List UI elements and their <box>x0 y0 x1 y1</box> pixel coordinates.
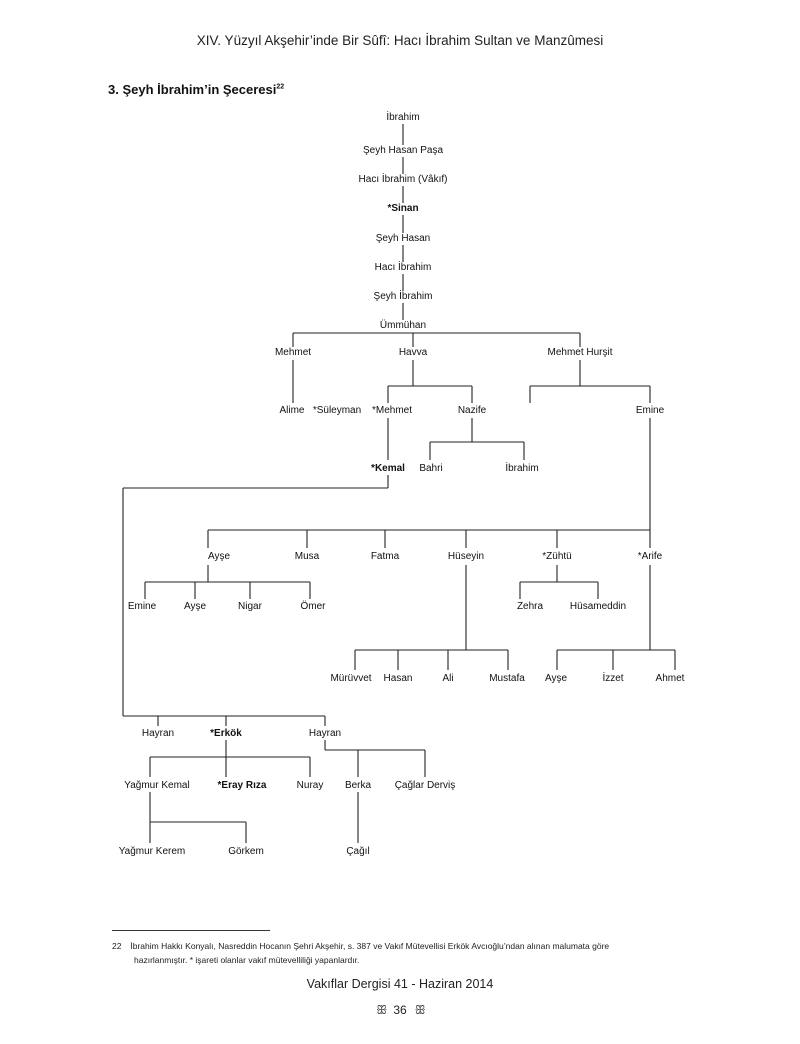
person-mustafa: Mustafa <box>488 673 526 685</box>
person-ibrahim-root: İbrahim <box>385 112 421 124</box>
person-musa: Musa <box>293 551 321 563</box>
genealogy-connectors <box>122 124 676 843</box>
person-muruvvet: Mürüvvet <box>329 673 373 685</box>
page-number-line: ꕥ 36 ꕥ <box>0 1003 800 1018</box>
person-huseyin: Hüseyin <box>446 551 486 563</box>
person-erkok: *Erkök <box>209 728 243 740</box>
person-mehmet-hursit: Mehmet Hurşit <box>546 347 614 359</box>
person-eray-riza: *Eray Rıza <box>216 780 268 792</box>
person-sinan: *Sinan <box>386 203 420 215</box>
person-ali: Ali <box>441 673 455 685</box>
person-izzet: İzzet <box>601 673 625 685</box>
person-caglar-dervis: Çağlar Derviş <box>393 780 457 792</box>
person-emine: Emine <box>634 405 666 417</box>
person-seyh-ibrahim: Şeyh İbrahim <box>372 291 434 303</box>
person-berka: Berka <box>343 780 373 792</box>
person-kemal: *Kemal <box>370 463 406 475</box>
person-nuray: Nuray <box>295 780 325 792</box>
person-haci-ibrahim: Hacı İbrahim <box>373 262 433 274</box>
person-cagil: Çağıl <box>345 846 371 858</box>
person-bahri: Bahri <box>418 463 444 475</box>
person-fatma: Fatma <box>369 551 401 563</box>
person-havva: Havva <box>397 347 429 359</box>
person-alime: Alime <box>278 405 306 417</box>
footnote-ref: 22 <box>276 83 285 91</box>
person-ummuhan: Ümmühan <box>378 320 428 332</box>
person-ayse: Ayşe <box>206 551 232 563</box>
person-nazife: Nazife <box>456 405 488 417</box>
person-ahmet: Ahmet <box>654 673 686 685</box>
person-suleyman: *Süleyman <box>311 405 363 417</box>
footnote-line-1: İbrahim Hakkı Konyalı, Nasreddin Hocanın… <box>130 941 610 951</box>
footnote: 22 İbrahim Hakkı Konyalı, Nasreddin Hoca… <box>112 939 712 967</box>
person-seyh-hasan-pasa: Şeyh Hasan Paşa <box>361 145 445 157</box>
person-ayse-2: Ayşe <box>182 601 208 613</box>
ornament-right-icon: ꕥ <box>414 1003 426 1017</box>
person-husameddin: Hüsameddin <box>568 601 628 613</box>
person-gorkem: Görkem <box>227 846 265 858</box>
footnote-line-2: hazırlanmıştır. * işareti olanlar vakıf … <box>134 955 360 965</box>
person-haci-ibrahim-vakif: Hacı İbrahim (Vâkıf) <box>357 174 449 186</box>
person-hayran-2: Hayran <box>307 728 343 740</box>
person-nigar: Nigar <box>237 601 263 613</box>
footnote-divider <box>112 930 270 931</box>
person-yagmur-kemal: Yağmur Kemal <box>123 780 191 792</box>
person-mehmet: Mehmet <box>273 347 313 359</box>
page-number: 36 <box>393 1003 407 1017</box>
person-mehmet-2: *Mehmet <box>370 405 414 417</box>
person-omer: Ömer <box>299 601 327 613</box>
person-hasan: Hasan <box>382 673 414 685</box>
person-yagmur-kerem: Yağmur Kerem <box>117 846 187 858</box>
person-hayran: Hayran <box>140 728 176 740</box>
person-zuhtu: *Zühtü <box>541 551 573 563</box>
running-header: XIV. Yüzyıl Akşehir’inde Bir Sûfî: Hacı … <box>196 33 604 48</box>
section-title: 3. Şeyh İbrahim’in Şeceresi22 <box>108 82 285 97</box>
ornament-left-icon: ꕥ <box>376 1003 387 1017</box>
person-seyh-hasan: Şeyh Hasan <box>374 233 432 245</box>
footnote-number: 22 <box>112 941 122 951</box>
person-arife: *Arife <box>636 551 664 563</box>
person-zehra: Zehra <box>515 601 545 613</box>
person-ayse-3: Ayşe <box>543 673 569 685</box>
person-ibrahim-3: İbrahim <box>504 463 540 475</box>
journal-footer: Vakıflar Dergisi 41 - Haziran 2014 <box>306 977 494 991</box>
person-emine-2: Emine <box>126 601 158 613</box>
